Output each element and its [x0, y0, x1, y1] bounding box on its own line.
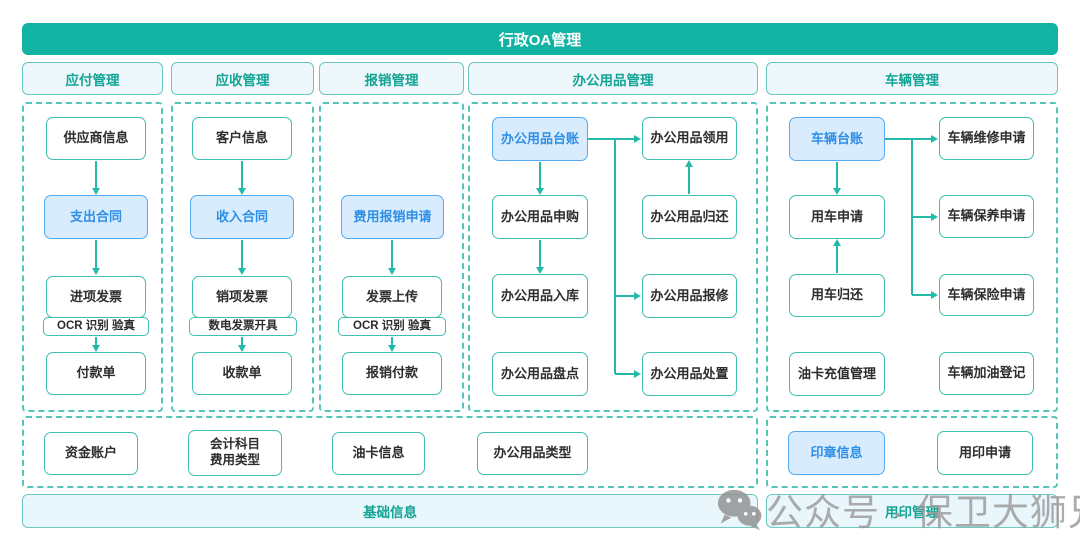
diagram-title: 行政OA管理: [22, 23, 1058, 55]
node-expense-reimburse-apply: 费用报销申请: [341, 195, 444, 239]
node-income-contract: 收入合同: [190, 195, 294, 239]
node-ocr-verify-payable: OCR 识别 验真: [43, 317, 149, 336]
node-customer-info: 客户信息: [192, 117, 292, 160]
node-vehicle-repair-apply: 车辆维修申请: [939, 117, 1034, 160]
seal-manage-container: [766, 416, 1058, 488]
node-supplies-collect: 办公用品领用: [642, 117, 737, 160]
node-supplies-ledger: 办公用品台账: [492, 117, 588, 161]
header-vehicle: 车辆管理: [766, 62, 1058, 95]
node-payment-slip: 付款单: [46, 352, 146, 395]
node-fuel-card-recharge: 油卡充值管理: [789, 352, 885, 396]
node-output-invoice: 销项发票: [192, 276, 292, 318]
node-ocr-verify-reimburse: OCR 识别 验真: [338, 317, 446, 336]
payable-container: [22, 102, 163, 412]
node-seal-info: 印章信息: [788, 431, 885, 475]
office-supplies-container: [468, 102, 758, 412]
node-fund-account: 资金账户: [44, 432, 138, 475]
node-vehicle-return: 用车归还: [789, 274, 885, 317]
node-supplier-info: 供应商信息: [46, 117, 146, 160]
node-fuel-card-info: 油卡信息: [332, 432, 425, 475]
node-vehicle-use-apply: 用车申请: [789, 195, 885, 239]
node-supplies-repair: 办公用品报修: [642, 274, 737, 318]
node-expense-contract: 支出合同: [44, 195, 148, 239]
node-receipt-slip: 收款单: [192, 352, 292, 395]
node-supplies-return: 办公用品归还: [642, 195, 737, 239]
node-vehicle-ledger: 车辆台账: [789, 117, 885, 161]
base-info-container: [22, 416, 758, 488]
node-digital-invoice-issue: 数电发票开具: [189, 317, 297, 336]
node-supplies-dispose: 办公用品处置: [642, 352, 737, 396]
receivable-container: [171, 102, 314, 412]
node-supplies-inbound: 办公用品入库: [492, 274, 588, 318]
header-office-supplies: 办公用品管理: [468, 62, 758, 95]
header-reimbursement: 报销管理: [319, 62, 464, 95]
node-seal-use-apply: 用印申请: [937, 431, 1033, 475]
header-receivable: 应收管理: [171, 62, 314, 95]
node-vehicle-insurance-apply: 车辆保险申请: [939, 274, 1034, 316]
node-account-subject-expense-type: 会计科目 费用类型: [188, 430, 282, 476]
watermark-text: 公众号 · 保卫大狮兄: [766, 492, 1080, 533]
node-invoice-upload: 发票上传: [342, 276, 442, 318]
node-vehicle-refuel-register: 车辆加油登记: [939, 352, 1034, 395]
seal-manage-bar: 用印管理: [766, 494, 1058, 528]
node-supplies-stocktake: 办公用品盘点: [492, 352, 588, 396]
node-supplies-purchase-apply: 办公用品申购: [492, 195, 588, 239]
node-input-invoice: 进项发票: [46, 276, 146, 318]
reimbursement-container: [319, 102, 464, 412]
node-reimburse-payment: 报销付款: [342, 352, 442, 395]
base-info-bar: 基础信息: [22, 494, 758, 528]
vehicle-container: [766, 102, 1058, 412]
node-supplies-type: 办公用品类型: [477, 432, 588, 475]
header-payable: 应付管理: [22, 62, 163, 95]
node-vehicle-maintain-apply: 车辆保养申请: [939, 195, 1034, 238]
watermark: 公众号 · 保卫大狮兄: [716, 482, 1080, 536]
wechat-icon: [717, 489, 762, 531]
